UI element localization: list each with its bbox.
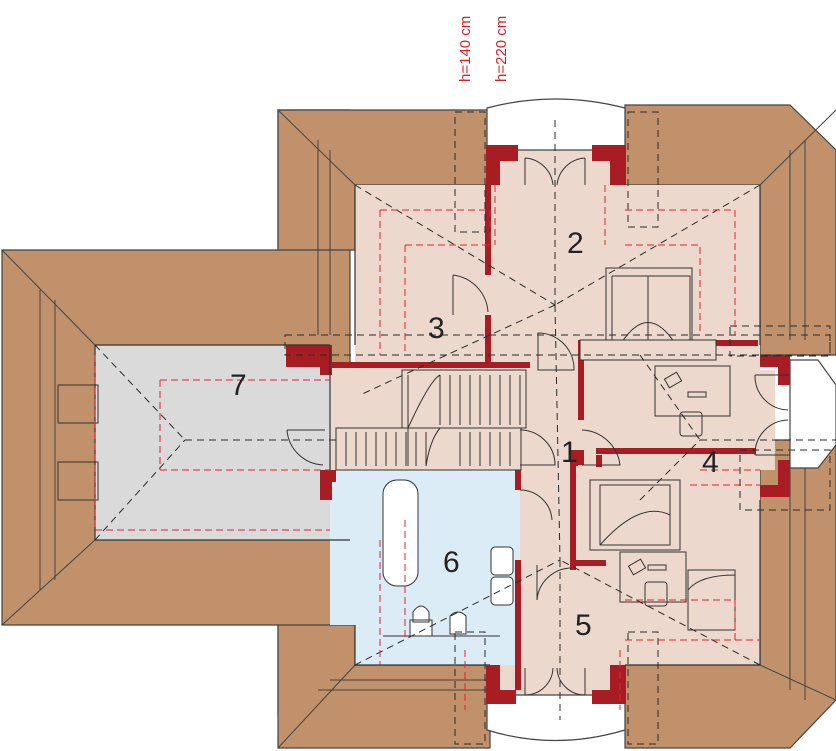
doors [286, 157, 790, 696]
attic-box-2 [57, 461, 99, 501]
height-label-220: h=220 cm [493, 16, 510, 82]
bidet [449, 611, 467, 635]
bay-window-bottom [486, 694, 626, 742]
desk-room-4 [654, 365, 731, 417]
sink-2 [490, 576, 514, 606]
door-room-4 [581, 429, 621, 466]
attic-box-1 [57, 384, 99, 424]
bathtub [382, 479, 419, 587]
bed-room-1 [589, 479, 681, 551]
door-room-6 [519, 429, 556, 466]
sink-1 [490, 546, 514, 576]
door-room-3 [452, 274, 489, 315]
outlines [94, 185, 761, 666]
door-bay-bottom [524, 667, 586, 696]
door-bay-right [754, 374, 790, 456]
bay-window-top [486, 98, 626, 151]
room-6-label: 6 [443, 546, 460, 579]
room-7-label: 7 [230, 369, 247, 402]
door-room-7 [286, 429, 325, 466]
toilet [409, 605, 433, 637]
door-hall-top [537, 332, 575, 371]
room-7-floor [95, 345, 350, 540]
room-4-label: 4 [702, 446, 719, 479]
staircase [335, 369, 527, 471]
door-bath-lower [519, 489, 553, 521]
black-dashed-lines [94, 111, 836, 745]
door-room-5 [536, 565, 573, 601]
stair-treads-lower [345, 432, 511, 466]
roof-hip-lines [1, 109, 836, 749]
furniture [57, 267, 736, 637]
wardrobe-room-5 [687, 569, 736, 631]
stair-treads-upper [439, 375, 521, 425]
room-1-label: 1 [561, 436, 578, 469]
room-3-label: 3 [428, 312, 445, 345]
height-label-140: h=140 cm [457, 16, 474, 82]
red-dashed-lines [94, 185, 760, 710]
room-5-label: 5 [575, 609, 592, 642]
room-2-label: 2 [567, 227, 584, 260]
door-bay-top [524, 157, 586, 186]
room-6-floor [330, 470, 520, 665]
desk-room-5 [619, 551, 687, 603]
bed-room-2 [605, 267, 693, 351]
bay-window-4 [789, 359, 836, 469]
